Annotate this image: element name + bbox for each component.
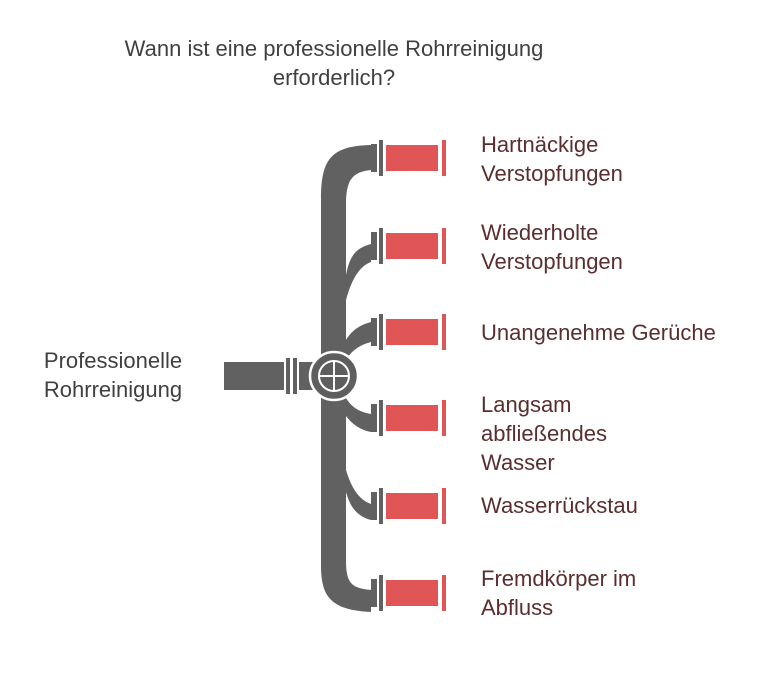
outlet-5-flange-1 <box>379 488 383 524</box>
outlet-3-pipe <box>386 319 438 345</box>
outlet-4-flange-2 <box>442 400 446 436</box>
outlet-4-pipe <box>386 405 438 431</box>
item-label-2: Wiederholte Verstopfungen <box>481 220 623 274</box>
outlet-3-coupling <box>371 318 377 346</box>
outlet-2-pipe <box>386 233 438 259</box>
outlet-3-flange-2 <box>442 314 446 350</box>
outlet-5-pipe <box>386 493 438 519</box>
inlet-flange-2 <box>293 358 297 394</box>
branch-connector-2 <box>346 244 371 300</box>
outlet-6-flange-2 <box>442 575 446 611</box>
outlet-6-flange-1 <box>379 575 383 611</box>
outlet-1-pipe <box>386 145 438 171</box>
item-label-6: Fremdkörper im Abfluss <box>481 566 637 620</box>
outlet-1-coupling <box>371 144 377 172</box>
branch-connector-4 <box>346 398 371 432</box>
outlet-5-coupling <box>371 492 377 520</box>
item-label-5: Wasserrückstau <box>481 493 638 518</box>
source-label: Professionelle Rohrreinigung <box>43 348 183 402</box>
valve-wheel-icon <box>308 350 360 402</box>
outlet-5-flange-2 <box>442 488 446 524</box>
item-label-1: Hartnäckige Verstopfungen <box>481 132 623 186</box>
inlet-pipe <box>224 362 284 390</box>
outlet-6-coupling <box>371 579 377 607</box>
branch-connector-5 <box>346 470 371 520</box>
outlet-2-flange-2 <box>442 228 446 264</box>
outlet-3-flange-1 <box>379 314 383 350</box>
item-label-4: Langsam abfließendes Wasser <box>481 392 607 475</box>
branch-connector-3 <box>346 322 371 360</box>
outlet-6-pipe <box>386 580 438 606</box>
outlets-layer <box>371 140 446 611</box>
diagram-title: Wann ist eine professionelle Rohrreinigu… <box>124 36 544 90</box>
outlet-1-flange-1 <box>379 140 383 176</box>
outlet-1-flange-2 <box>442 140 446 176</box>
item-label-3: Unangenehme Gerüche <box>481 320 716 345</box>
outlet-4-flange-1 <box>379 400 383 436</box>
inlet-flange-1 <box>286 358 290 394</box>
outlet-2-flange-1 <box>379 228 383 264</box>
outlet-4-coupling <box>371 404 377 432</box>
inlet-coupling <box>299 362 313 390</box>
outlet-2-coupling <box>371 232 377 260</box>
